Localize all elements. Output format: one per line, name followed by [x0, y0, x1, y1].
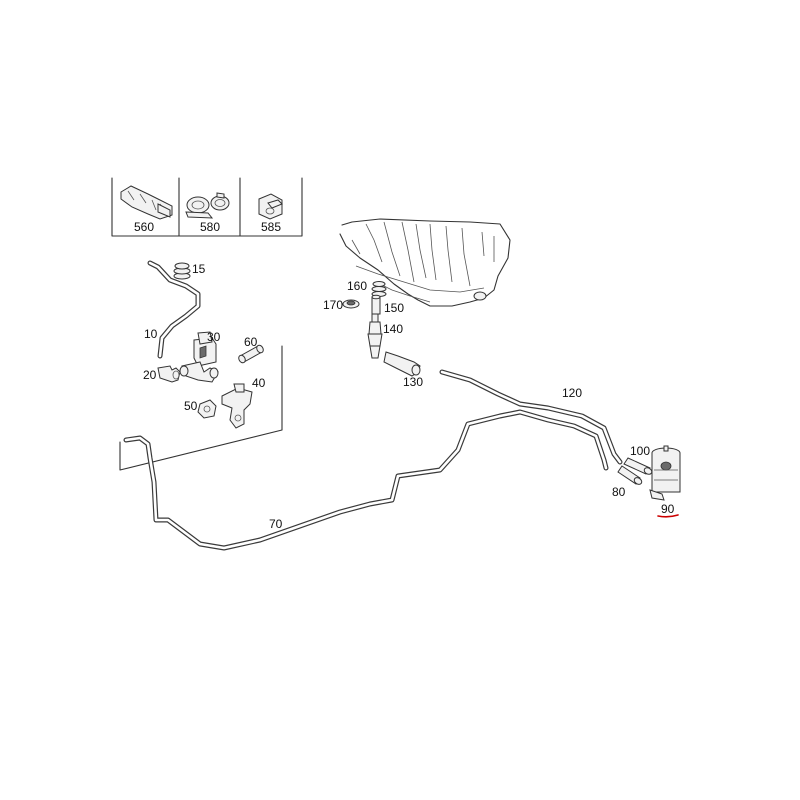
callout-labels: 15 10 30 60 20 40 50 160 170 150 140 130… [143, 262, 679, 531]
callout-130: 130 [403, 375, 423, 389]
filter-90 [649, 445, 681, 501]
callout-160: 160 [347, 279, 367, 293]
fuel-line-120 [439, 369, 623, 465]
sleeve-150 [371, 294, 381, 315]
legend-label-585: 585 [261, 220, 281, 234]
bracket-40 [221, 383, 253, 429]
callout-10: 10 [144, 327, 158, 341]
callout-30: 30 [207, 330, 221, 344]
clip-560-icon [120, 185, 173, 220]
callout-150: 150 [384, 301, 404, 315]
callout-90: 90 [661, 502, 675, 516]
callout-100: 100 [630, 444, 650, 458]
callout-40: 40 [252, 376, 266, 390]
hose-130 [383, 351, 421, 377]
callout-20: 20 [143, 368, 157, 382]
connector-140 [367, 313, 383, 359]
callout-140: 140 [383, 322, 403, 336]
callout-170: 170 [323, 298, 343, 312]
fuel-tank [339, 218, 511, 307]
hose-80 [617, 465, 643, 485]
callout-60: 60 [244, 335, 258, 349]
ring-170 [342, 299, 360, 309]
callout-15: 15 [192, 262, 206, 276]
callout-50: 50 [184, 399, 198, 413]
hose-60 [238, 344, 264, 364]
hose-10 [147, 260, 201, 359]
left-group-frame [119, 345, 283, 471]
clip-580-icon [185, 192, 230, 219]
callout-80: 80 [612, 485, 626, 499]
callout-120: 120 [562, 386, 582, 400]
legend-box: 560 580 585 [111, 177, 303, 237]
clip-50 [197, 399, 217, 419]
grommet-15 [173, 262, 191, 280]
grommet-160 [371, 281, 387, 297]
highlight-underline [657, 514, 679, 518]
elbow-20 [157, 365, 181, 383]
clip-585-icon [258, 193, 283, 220]
valve-30 [179, 331, 219, 383]
legend-label-580: 580 [200, 220, 220, 234]
fuel-line-70 [123, 409, 609, 551]
legend-label-560: 560 [134, 220, 154, 234]
hose-100 [623, 457, 653, 475]
callout-70: 70 [269, 517, 283, 531]
